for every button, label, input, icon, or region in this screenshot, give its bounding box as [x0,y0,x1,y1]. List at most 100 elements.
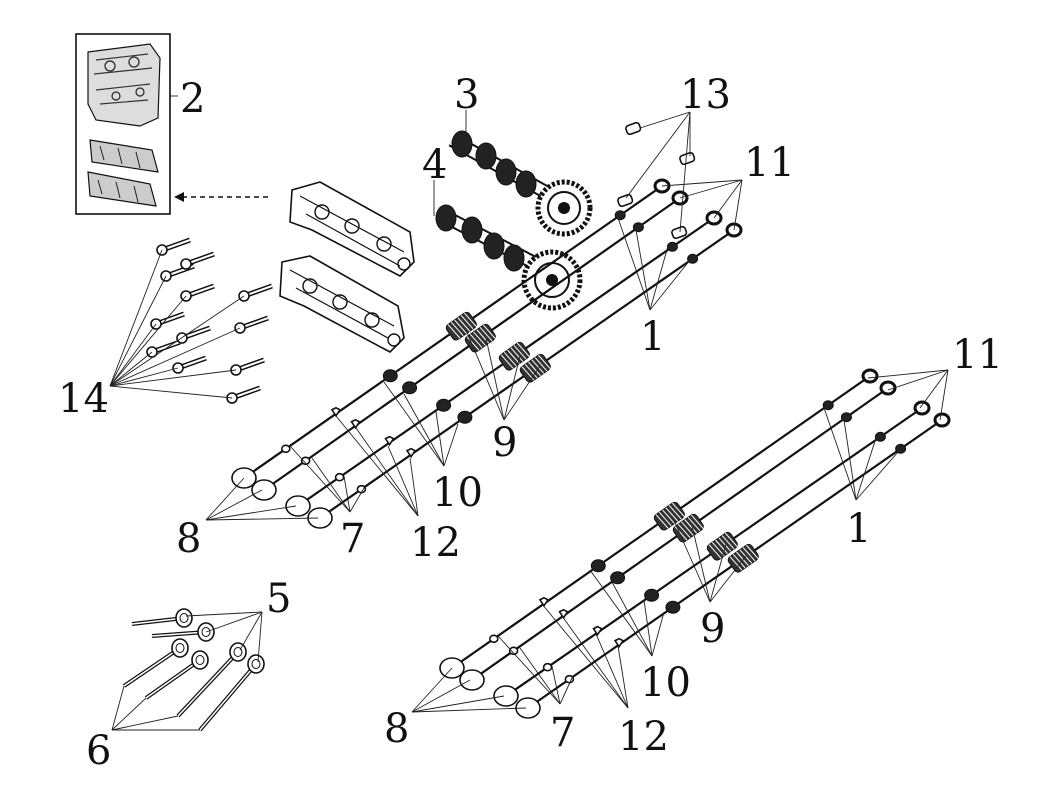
spring-coil [715,539,728,554]
valve-line [459,380,897,691]
valve-shaft-highlight [177,651,239,717]
valve-stem-seal [840,412,852,423]
valve-stem-seal [632,222,644,233]
valve-cotter [350,418,361,430]
valve-face [195,655,205,665]
valve-head [171,638,189,658]
valve-face [179,613,189,623]
spring-coil [732,553,746,569]
spring-coil [510,347,524,362]
poppet-valve [131,608,193,628]
spring-retainer [665,600,681,614]
callout-1-upper: 1 [640,314,665,360]
bolt [156,237,191,256]
spring-coil [745,544,759,560]
callout-11-upper: 11 [744,140,795,186]
valve-head [229,642,247,662]
bolt [150,311,185,330]
callout-12-lower: 12 [618,714,669,760]
bolt [234,315,269,334]
spring-coil [674,526,688,541]
valve-face [175,643,185,653]
spring-seat [913,400,931,416]
poppet-valve [122,638,189,688]
spring-coil [507,349,520,364]
valve-line [493,400,931,707]
tappet [285,495,311,517]
spring-seat [933,412,951,428]
spring-coil [668,505,682,520]
valve-line [285,210,723,517]
spring-retainer [644,588,660,602]
valve-spring [653,501,685,531]
valve-line [231,178,671,489]
valve-face [233,647,243,657]
poppet-valve [144,650,209,700]
spring-coil [729,556,743,571]
spring-coil [482,324,496,339]
callout-11-lower: 11 [952,332,1003,378]
valve-face [201,627,211,637]
spring-retainer [436,398,452,412]
spring-coil [534,357,548,372]
valve-cotter [384,435,395,447]
poppet-valve [176,642,247,718]
callout-7-lower: 7 [550,710,575,756]
bolt [172,355,207,374]
valve-line [439,368,879,679]
spring-coil [513,345,527,360]
shim [280,444,291,454]
spring-retainer [402,381,418,395]
valve-shaft-highlight [151,631,207,637]
valve-cotter [405,447,417,459]
spring-retainer [382,369,398,383]
dowel-pins [617,121,696,240]
spring-coil [708,544,722,559]
callout-9-lower: 9 [700,606,725,652]
spring-coil [672,502,685,517]
valve-shaft-highlight [199,663,257,731]
spring-coil [537,354,551,370]
callout-7-upper: 7 [340,516,365,562]
spring-coil [457,317,471,332]
bolt [226,385,261,404]
valve-stem-seal [687,253,699,264]
callout-10-upper: 10 [432,470,483,516]
callout-1-lower: 1 [846,506,871,552]
spring-coil [528,361,541,376]
cam-carrier-lower [279,255,405,353]
valve-stem-seal [614,210,626,221]
spring-retainer [590,559,606,573]
valve-shaft-highlight [145,659,201,699]
shim [508,646,519,656]
valve-cotter [558,608,569,620]
callouts: 2 3 4 13 11 1 14 9 10 8 7 12 11 1 5 9 10… [58,72,1003,774]
bolt [230,357,265,376]
bolt [146,339,181,358]
inset-cylinder-head [75,33,178,215]
spring-coil [711,541,725,557]
spring-coil [500,354,514,369]
valve-cotter [592,625,603,637]
valve-spring [445,311,477,341]
valve-spring [706,531,738,561]
shim [564,674,575,684]
camshaft-intake [448,130,593,237]
valve-stem-seal [666,241,678,252]
tappet [251,479,277,501]
callout-10-lower: 10 [640,660,691,706]
spring-coil [736,551,749,566]
loose-valves [122,608,265,732]
callout-5: 5 [266,576,291,622]
valve-stem-seal [874,431,886,442]
valve-cotter [330,406,342,418]
spring-coil [677,523,691,539]
spring-coil [665,507,679,522]
valve-line [307,222,743,529]
spring-body [445,311,477,341]
bolt [180,251,215,270]
callout-14: 14 [58,376,109,422]
spring-coil [460,315,474,330]
shim [542,662,553,672]
